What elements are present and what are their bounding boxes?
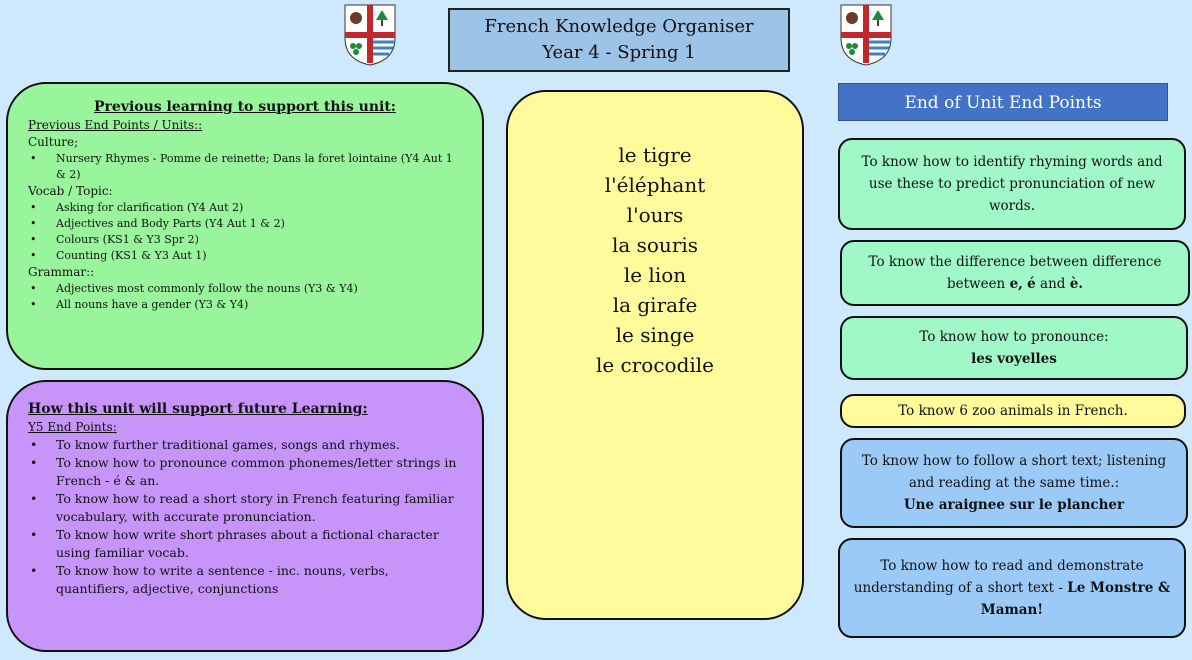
end-point-text: To know how to identify rhyming words an… xyxy=(861,154,1163,214)
end-point-text: To know how to read and demonstrate unde… xyxy=(853,558,1144,596)
end-point-text: To know how to follow a short text; list… xyxy=(861,453,1167,491)
school-crest-icon xyxy=(840,4,892,66)
vocab-word: le singe xyxy=(615,323,695,347)
end-point-bold: e, xyxy=(1009,276,1023,292)
future-learning-panel: How this unit will support future Learni… xyxy=(6,380,484,652)
vocab-word: la girafe xyxy=(612,293,698,317)
end-point-card: To know how to identify rhyming words an… xyxy=(838,138,1186,230)
grammar-label: Grammar:: xyxy=(28,265,95,279)
end-point-bold: les voyelles xyxy=(971,351,1057,367)
end-point-card: To know the difference between differenc… xyxy=(840,240,1190,306)
end-point-text: To know the difference between differenc… xyxy=(868,254,1162,292)
end-points-title: End of Unit End Points xyxy=(838,83,1168,121)
page-title: French Knowledge Organiser Year 4 - Spri… xyxy=(448,8,790,72)
end-point-bold: é xyxy=(1027,276,1036,292)
list-item: Adjectives most commonly follow the noun… xyxy=(28,281,462,297)
previous-learning-panel: Previous learning to support this unit: … xyxy=(6,82,484,370)
end-point-card: To know how to follow a short text; list… xyxy=(840,438,1188,528)
vocab-word: la souris xyxy=(611,233,699,257)
end-point-bold: è. xyxy=(1069,276,1084,292)
end-point-bold: Le Monstre & Maman! xyxy=(980,580,1171,618)
end-point-text: To know how to pronounce: xyxy=(919,329,1109,345)
school-crest-icon xyxy=(344,4,396,66)
list-item: Adjectives and Body Parts (Y4 Aut 1 & 2) xyxy=(28,216,462,232)
future-heading: How this unit will support future Learni… xyxy=(28,401,368,417)
title-line-2: Year 4 - Spring 1 xyxy=(542,42,696,63)
end-point-text: To know 6 zoo animals in French. xyxy=(898,403,1128,419)
vocab-word: l'ours xyxy=(626,203,684,227)
culture-label: Culture; xyxy=(28,135,79,149)
list-item: Colours (KS1 & Y3 Spr 2) xyxy=(28,232,462,248)
vocab-word: le tigre xyxy=(618,143,692,167)
vocab-label: Vocab / Topic: xyxy=(28,184,113,198)
list-item: Nursery Rhymes - Pomme de reinette; Dans… xyxy=(28,151,462,183)
vocabulary-panel: le tigre l'éléphant l'ours la souris le … xyxy=(506,90,804,620)
future-list: To know further traditional games, songs… xyxy=(28,436,462,598)
end-point-bold: Une araignee sur le plancher xyxy=(903,497,1125,513)
vocab-word: le lion xyxy=(623,263,687,287)
vocab-word: le crocodile xyxy=(595,353,715,377)
vocab-word: l'éléphant xyxy=(604,173,706,197)
previous-subheading: Previous End Points / Units:: xyxy=(28,118,203,132)
list-item: To know how to pronounce common phonemes… xyxy=(28,454,462,490)
end-point-card: To know how to pronounce: les voyelles xyxy=(840,316,1188,380)
end-point-card: To know 6 zoo animals in French. xyxy=(840,394,1186,428)
culture-list: Nursery Rhymes - Pomme de reinette; Dans… xyxy=(28,151,462,183)
title-line-1: French Knowledge Organiser xyxy=(484,16,754,37)
list-item: All nouns have a gender (Y3 & Y4) xyxy=(28,297,462,313)
future-subheading: Y5 End Points: xyxy=(28,420,117,434)
end-point-text: and xyxy=(1040,276,1066,292)
list-item: To know further traditional games, songs… xyxy=(28,436,462,454)
list-item: To know how to write a sentence - inc. n… xyxy=(28,562,462,598)
list-item: Counting (KS1 & Y3 Aut 1) xyxy=(28,248,462,264)
vocab-list: Asking for clarification (Y4 Aut 2) Adje… xyxy=(28,200,462,264)
list-item: To know how write short phrases about a … xyxy=(28,526,462,562)
list-item: To know how to read a short story in Fre… xyxy=(28,490,462,526)
previous-heading: Previous learning to support this unit: xyxy=(94,99,396,115)
end-point-card: To know how to read and demonstrate unde… xyxy=(838,538,1186,638)
list-item: Asking for clarification (Y4 Aut 2) xyxy=(28,200,462,216)
grammar-list: Adjectives most commonly follow the noun… xyxy=(28,281,462,313)
